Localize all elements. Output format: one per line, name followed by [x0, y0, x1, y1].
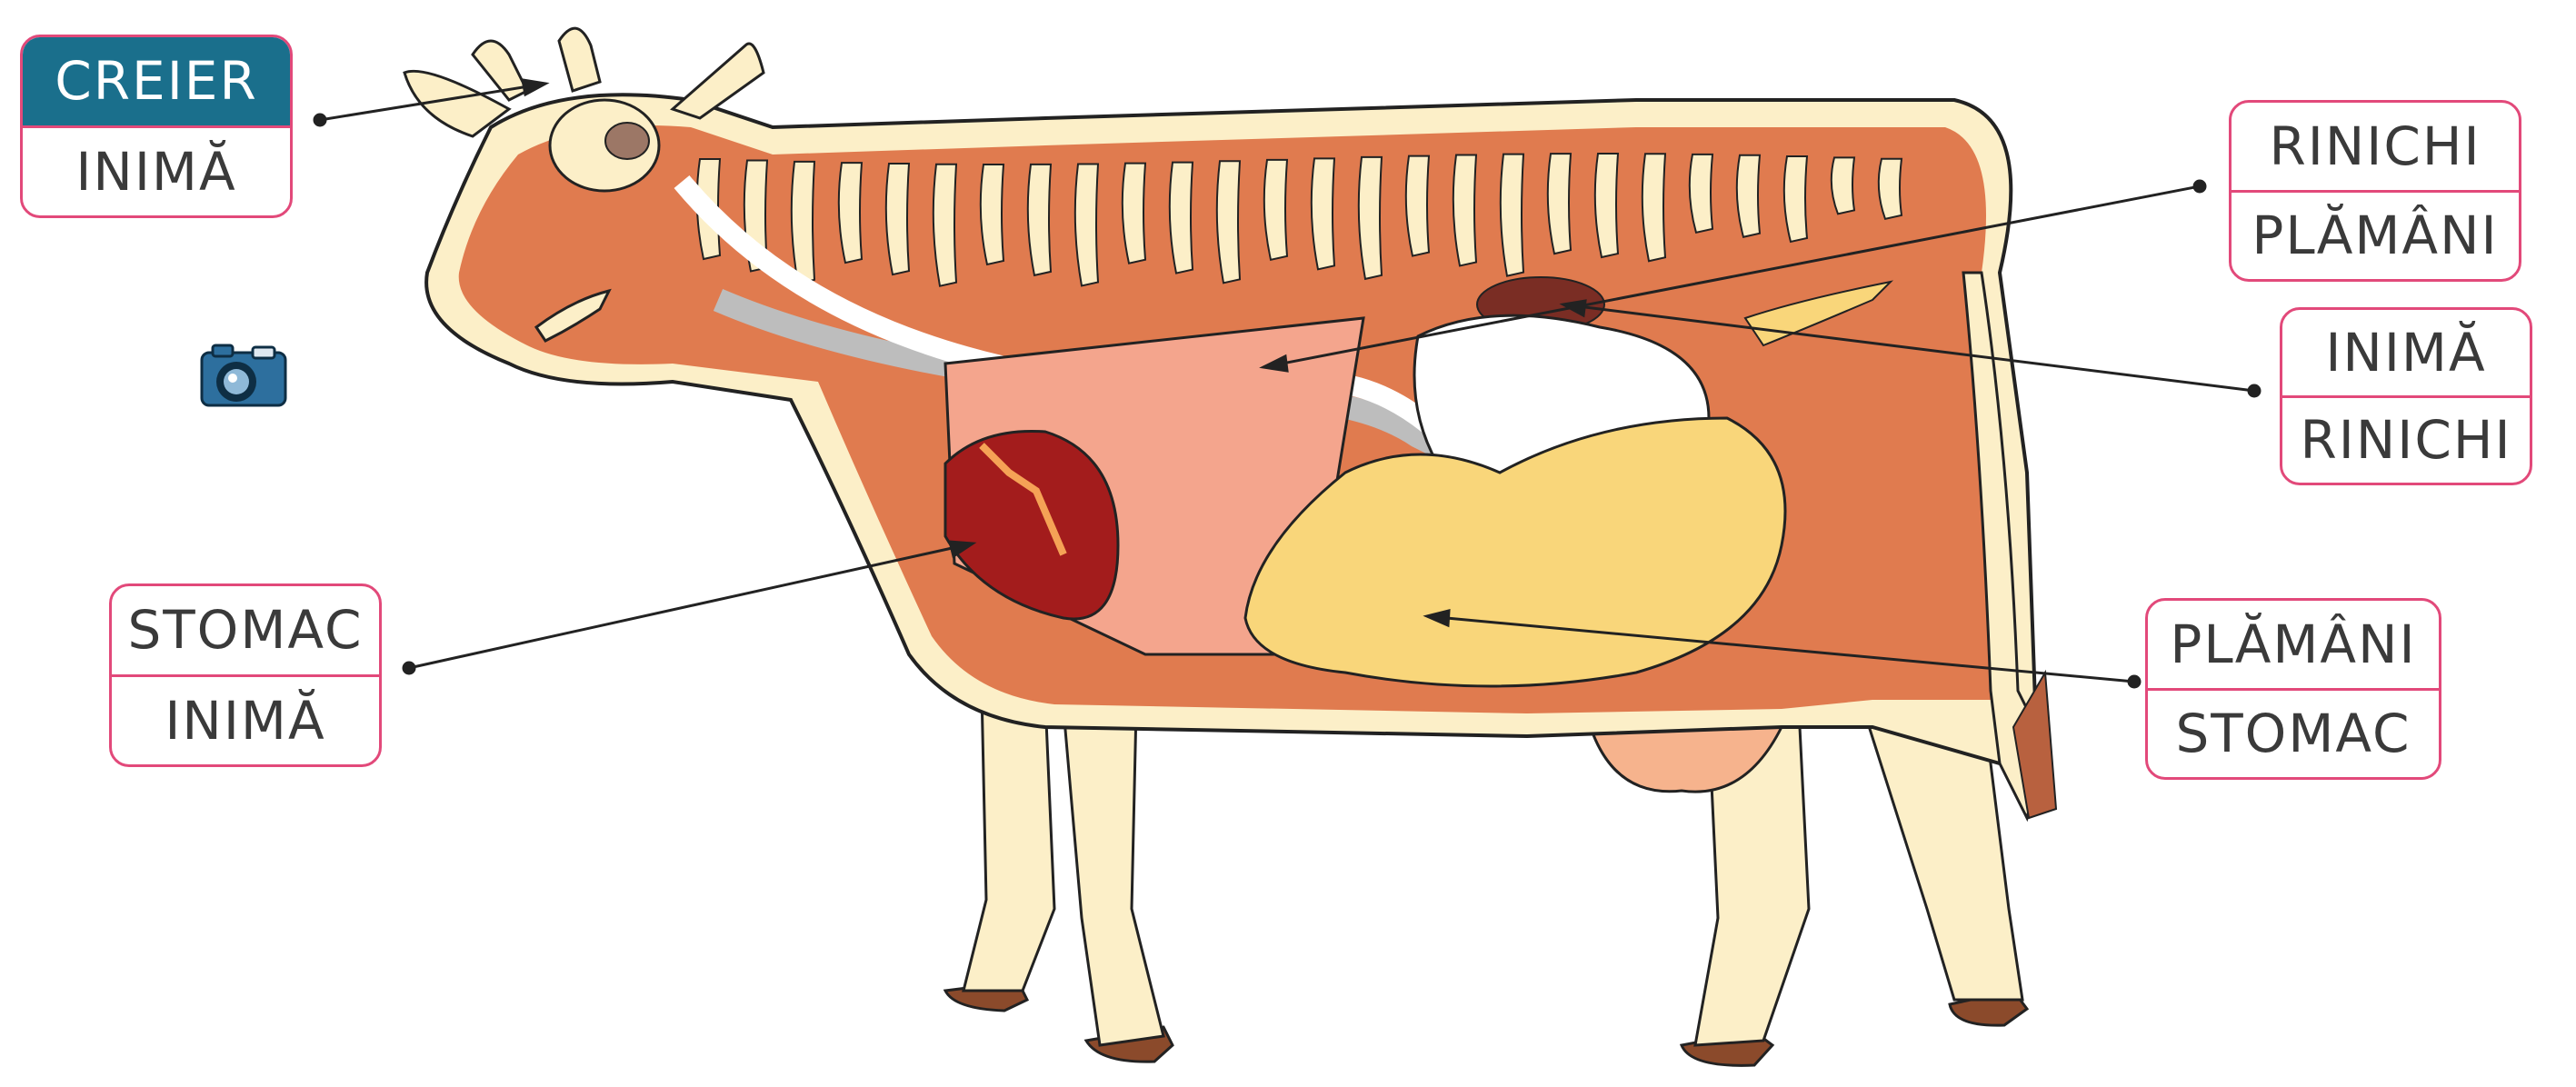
vertebra	[1123, 164, 1145, 264]
leader-dot	[2194, 181, 2205, 192]
label-option[interactable]: PLĂMÂNI	[2148, 601, 2439, 688]
vertebra	[839, 163, 862, 263]
vertebra	[1075, 164, 1098, 285]
leader-dot	[404, 663, 414, 673]
leader-dot	[2129, 676, 2140, 687]
brain	[605, 123, 649, 159]
vertebra	[1879, 159, 1902, 219]
vertebra	[1264, 160, 1287, 260]
label-option[interactable]: INIMĂ	[23, 125, 290, 216]
vertebra	[792, 162, 814, 284]
vertebra	[1737, 155, 1760, 237]
leader-dot	[2249, 385, 2260, 396]
vertebra	[1832, 157, 1854, 214]
vertebra	[1028, 165, 1051, 275]
vertebra	[1548, 154, 1571, 254]
ear	[673, 44, 764, 118]
horn	[559, 28, 600, 91]
vertebra	[1690, 155, 1712, 233]
label-option[interactable]: INIMĂ	[112, 674, 379, 765]
camera-icon[interactable]	[193, 340, 295, 413]
vertebra	[1453, 155, 1476, 265]
front-leg	[964, 691, 1054, 991]
label-option[interactable]: STOMAC	[2148, 688, 2439, 778]
vertebra	[1406, 156, 1429, 256]
label-option[interactable]: CREIER	[23, 37, 290, 125]
label-option[interactable]: STOMAC	[112, 586, 379, 674]
vertebra	[1217, 161, 1240, 283]
vertebra	[1784, 156, 1807, 242]
label-option[interactable]: INIMĂ	[2282, 310, 2530, 395]
vertebra	[981, 165, 1003, 264]
vertebra	[1595, 154, 1618, 257]
leader-arrow	[523, 80, 545, 95]
vertebra	[934, 165, 956, 286]
front-leg	[1063, 709, 1163, 1045]
vertebra	[886, 164, 909, 274]
label-option[interactable]: RINICHI	[2232, 103, 2519, 190]
vertebra	[1359, 157, 1382, 279]
leader-dot	[315, 115, 325, 125]
vertebra	[1312, 158, 1334, 269]
vertebra	[1642, 154, 1665, 261]
label-option[interactable]: PLĂMÂNI	[2232, 190, 2519, 280]
vertebra	[1501, 155, 1523, 276]
vertebra	[1170, 163, 1193, 274]
label-option[interactable]: RINICHI	[2282, 395, 2530, 484]
